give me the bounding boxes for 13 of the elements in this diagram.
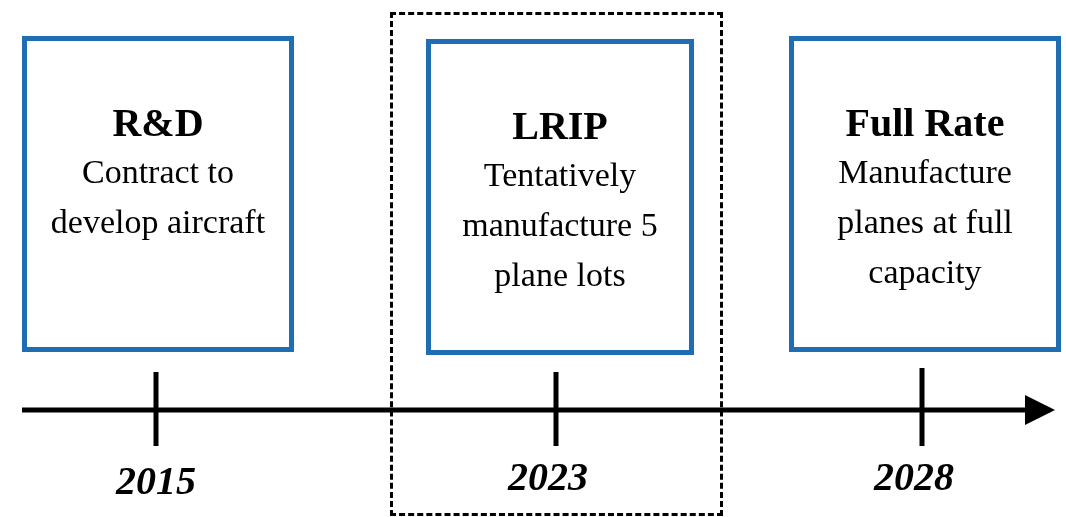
box-description: Manufacture planes at full capacity: [836, 152, 1014, 292]
year-label: 2015: [116, 458, 196, 504]
milestone-box: [426, 39, 694, 355]
box-heading: Full Rate: [844, 99, 1006, 147]
box-heading: R&D: [111, 99, 205, 147]
dashed-frame: [390, 12, 723, 516]
milestone-box: [22, 36, 294, 352]
box-heading: LRIP: [511, 102, 609, 150]
year-label: 2023: [508, 454, 588, 500]
box-description: Tentatively manufacture 5 plane lots: [461, 155, 659, 295]
box-description: Contract to develop aircraft: [49, 152, 267, 242]
year-label: 2028: [874, 454, 954, 500]
milestone-box: [789, 36, 1061, 352]
